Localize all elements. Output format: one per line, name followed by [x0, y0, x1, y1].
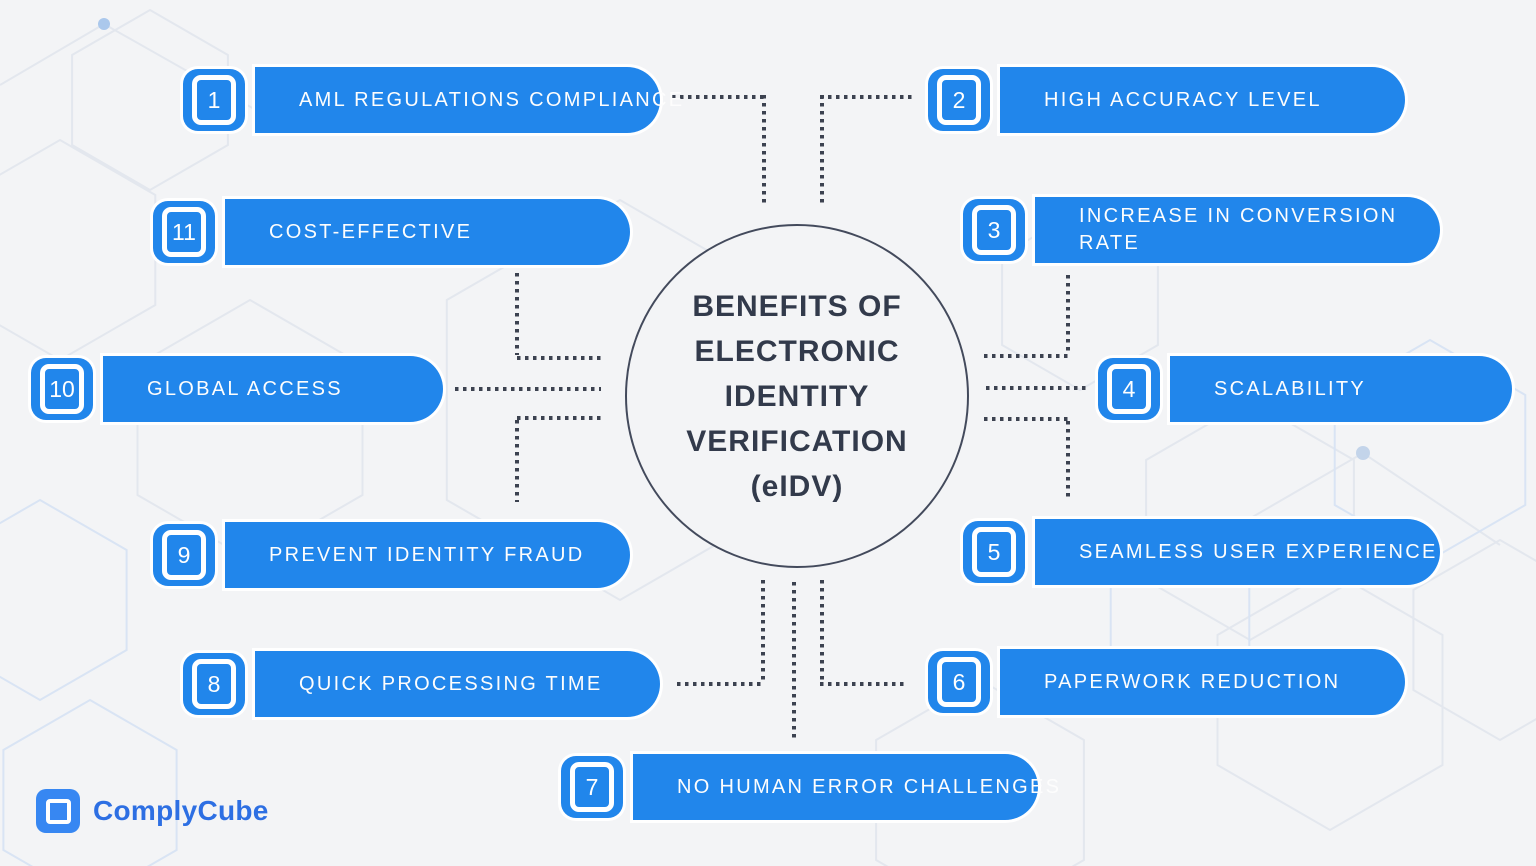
benefit-number-badge: 11 [153, 201, 215, 263]
diagram-title: BENEFITS OF ELECTRONIC IDENTITY VERIFICA… [686, 284, 907, 509]
benefit-number-badge: 10 [31, 358, 93, 420]
benefit-pill-2: 2 HIGH ACCURACY LEVEL [928, 67, 1405, 133]
benefit-pill-10: 10 GLOBAL ACCESS [31, 356, 443, 422]
benefit-pill-1: 1 AML REGULATIONS COMPLIANCE [183, 67, 682, 133]
benefit-pill-3: 3 INCREASE IN CONVERSION RATE [963, 197, 1440, 263]
title-line-4: VERIFICATION [686, 424, 908, 458]
connector-3-h [984, 354, 1070, 358]
connector-4-h [986, 386, 1090, 390]
benefit-number: 11 [172, 218, 196, 245]
benefit-label: SEAMLESS USER EXPERIENCE [1035, 519, 1440, 585]
connector-6-v [820, 580, 824, 682]
connector-11-v [515, 273, 519, 355]
title-line-1: BENEFITS OF [692, 289, 902, 323]
central-topic-circle: BENEFITS OF ELECTRONIC IDENTITY VERIFICA… [625, 224, 969, 568]
benefit-number: 6 [952, 668, 966, 695]
connector-3-v [1066, 275, 1070, 355]
benefit-pill-11: 11 COST-EFFECTIVE [153, 199, 630, 265]
benefit-number: 10 [49, 375, 75, 402]
complycube-logo: ComplyCube [36, 789, 269, 833]
benefit-number: 2 [952, 86, 966, 113]
title-line-3: IDENTITY [724, 379, 870, 413]
benefit-label: AML REGULATIONS COMPLIANCE [255, 67, 682, 133]
benefit-label: QUICK PROCESSING TIME [255, 651, 660, 717]
connector-2-v [820, 95, 824, 205]
connector-9-h [517, 416, 603, 420]
benefit-pill-6: 6 PAPERWORK REDUCTION [928, 649, 1405, 715]
title-line-2: ELECTRONIC [694, 334, 900, 368]
benefit-pill-5: 5 SEAMLESS USER EXPERIENCE [963, 519, 1440, 585]
benefit-pill-8: 8 QUICK PROCESSING TIME [183, 651, 660, 717]
connector-8-h [677, 682, 765, 686]
connector-6-h [820, 682, 908, 686]
benefit-label: COST-EFFECTIVE [225, 199, 630, 265]
benefit-number: 5 [987, 538, 1001, 565]
benefit-number-badge: 6 [928, 651, 990, 713]
benefit-label: NO HUMAN ERROR CHALLENGES [633, 754, 1059, 820]
connector-5-v [1066, 421, 1070, 501]
benefit-number-badge: 1 [183, 69, 245, 131]
complycube-logo-icon [36, 789, 80, 833]
benefit-number-badge: 7 [561, 756, 623, 818]
benefit-number: 4 [1122, 375, 1136, 402]
benefit-pill-7: 7 NO HUMAN ERROR CHALLENGES [561, 754, 1059, 820]
connector-10-h [455, 387, 601, 391]
benefit-number: 3 [987, 216, 1001, 243]
benefit-number-badge: 2 [928, 69, 990, 131]
benefit-number-badge: 4 [1098, 358, 1160, 420]
benefit-label: HIGH ACCURACY LEVEL [1000, 67, 1405, 133]
benefit-pill-4: 4 SCALABILITY [1098, 356, 1512, 422]
complycube-logo-text: ComplyCube [93, 795, 269, 826]
benefit-number-badge: 3 [963, 199, 1025, 261]
connector-11-h [517, 356, 603, 360]
connector-1-v [762, 95, 766, 205]
benefit-number-badge: 8 [183, 653, 245, 715]
title-line-5: (eIDV) [750, 469, 844, 503]
decor-dot-top-left [98, 18, 110, 30]
benefit-number: 7 [585, 773, 599, 800]
benefit-label: INCREASE IN CONVERSION RATE [1035, 197, 1440, 263]
benefit-pill-9: 9 PREVENT IDENTITY FRAUD [153, 522, 630, 588]
connector-1-h [672, 95, 766, 99]
benefit-number: 1 [207, 86, 221, 113]
decor-dot-right [1356, 446, 1370, 460]
benefit-label: PREVENT IDENTITY FRAUD [225, 522, 630, 588]
benefit-label: PAPERWORK REDUCTION [1000, 649, 1405, 715]
benefit-label: SCALABILITY [1170, 356, 1512, 422]
benefit-number: 8 [207, 670, 221, 697]
connector-7-v [792, 582, 796, 740]
connector-9-v [515, 420, 519, 502]
connector-5-h [984, 417, 1070, 421]
connector-8-v [761, 580, 765, 682]
connector-2-h [820, 95, 914, 99]
benefit-label: GLOBAL ACCESS [103, 356, 443, 422]
benefit-number-badge: 5 [963, 521, 1025, 583]
benefit-number: 9 [177, 541, 191, 568]
benefit-number-badge: 9 [153, 524, 215, 586]
